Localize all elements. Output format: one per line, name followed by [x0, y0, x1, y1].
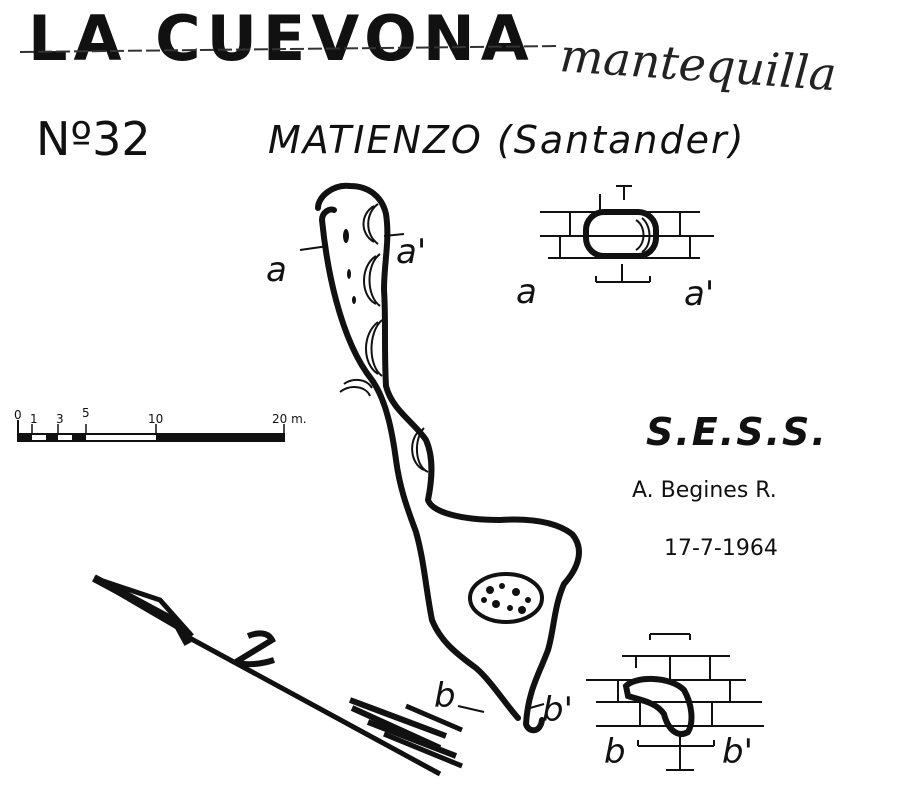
north-arrow	[92, 574, 463, 777]
map-title: LA CUEVONA	[28, 2, 535, 75]
passage-detail-marks	[343, 229, 356, 304]
cross-section-a	[540, 185, 714, 283]
section-a-prime-label-profile: a'	[684, 274, 715, 314]
boulder-pile	[468, 572, 544, 624]
cross-section-b	[586, 633, 764, 771]
section-line-a	[299, 233, 405, 251]
section-a-label-profile: a	[516, 272, 537, 312]
wall-hatching	[339, 203, 429, 473]
section-b-prime-label-profile: b'	[722, 732, 753, 772]
scale-tick-label: 10	[148, 412, 164, 426]
organization-label: S.E.S.S.	[646, 410, 828, 454]
section-a-label-plan: a	[266, 250, 287, 290]
cave-location: MATIENZO (Santander)	[268, 118, 746, 162]
scale-bar	[17, 420, 285, 442]
scale-tick-label: 1	[30, 412, 38, 426]
section-b-label-profile: b	[604, 732, 626, 772]
scale-tick-label: 3	[56, 412, 64, 426]
section-b-label-plan: b	[434, 676, 456, 716]
section-b-prime-label-plan: b'	[542, 690, 573, 730]
survey-date: 17-7-1964	[664, 536, 778, 561]
scale-tick-label: 0	[14, 408, 22, 422]
cave-passage	[315, 182, 582, 734]
section-a-prime-label-plan: a'	[396, 232, 427, 272]
section-line-b	[457, 703, 545, 713]
scale-tick-label: 20 m.	[272, 412, 307, 426]
scale-tick-label: 5	[82, 406, 90, 420]
cave-number: Nº32	[36, 112, 151, 166]
author-label: A. Begines R.	[632, 478, 777, 503]
